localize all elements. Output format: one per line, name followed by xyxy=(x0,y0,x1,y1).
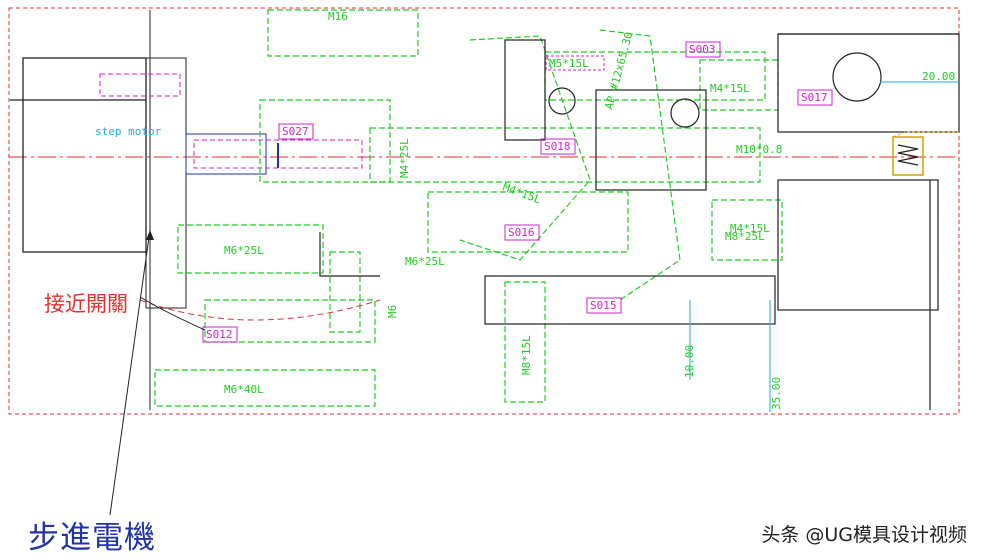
screw-label: M6*25L xyxy=(405,255,445,268)
drawing-frame xyxy=(8,7,960,415)
leader-arrowhead xyxy=(146,230,154,240)
screw-label: M10*0.8 xyxy=(736,143,782,156)
part-tag: S016 xyxy=(508,226,535,239)
motor-leader-line xyxy=(109,229,151,516)
dimension-value: 35.00 xyxy=(770,377,783,410)
part-tag: S012 xyxy=(206,328,233,341)
dimensions: 20.00 10.00 35.00 xyxy=(683,70,959,412)
part-tag: S027 xyxy=(282,125,309,138)
screw-label: M6 xyxy=(386,305,399,318)
watermark: 头条 @UG模具设计视频 xyxy=(761,524,967,546)
part-tag: S015 xyxy=(590,299,617,312)
spring-detail xyxy=(892,131,959,176)
step-motor: step motor xyxy=(22,10,363,410)
switch-caption: 接近開關 xyxy=(44,292,128,316)
small-label: AP #12x65.30 xyxy=(602,31,635,111)
screw-label: M4*15L xyxy=(501,181,543,207)
small-label: M4*25L xyxy=(398,138,411,178)
switch-leader-line xyxy=(139,296,206,331)
motor-caption: 步進電機 xyxy=(28,520,156,556)
screw-label: M4*15L xyxy=(730,222,770,235)
dimension-value: 20.00 xyxy=(922,70,955,83)
dimension-value: 10.00 xyxy=(683,345,696,378)
screw-label: M16 xyxy=(328,10,348,23)
screw-label: M8*25L xyxy=(725,230,765,243)
screw-label: M5*15L xyxy=(549,57,589,70)
part-tag: S017 xyxy=(801,91,828,104)
screw-label: M6*25L xyxy=(224,244,264,257)
housing-outline xyxy=(10,33,960,410)
screw-label: M4*15L xyxy=(710,82,750,95)
part-tag: S003 xyxy=(689,43,716,56)
motor-label: step motor xyxy=(95,125,162,138)
switch-arc xyxy=(139,299,381,321)
part-tag: S018 xyxy=(544,140,571,153)
screw-label: M6*40L xyxy=(224,383,264,396)
part-tags: S003 S017 S027 S018 S016 S015 S012 xyxy=(202,41,833,343)
screw-label: M8*15L xyxy=(520,335,533,375)
screw-labels: M16 M5*15L M4*15L M10*0.8 M6*25L M6*25L … xyxy=(224,10,782,396)
mechanism-outline xyxy=(154,9,783,407)
